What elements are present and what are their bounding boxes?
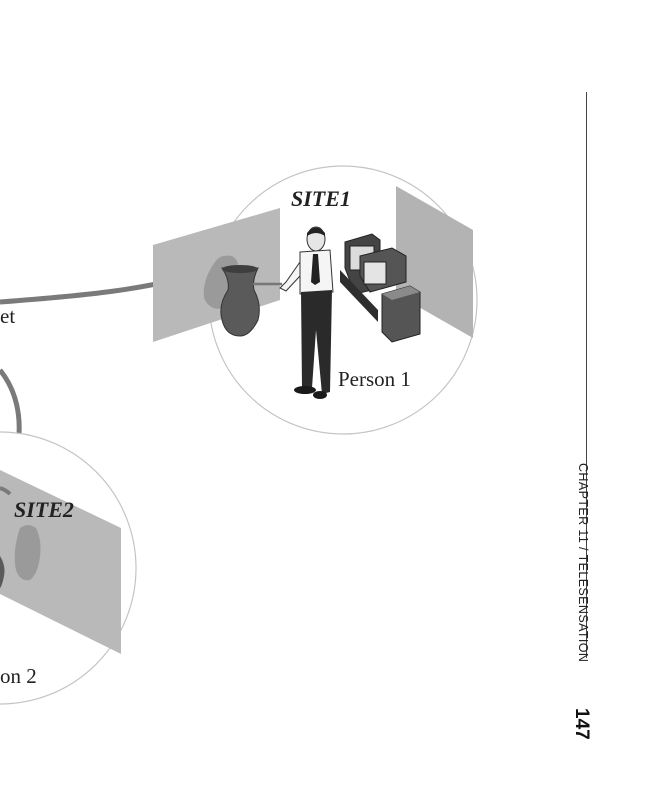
site1-title: SITE1	[291, 186, 351, 211]
site1-vase	[220, 267, 260, 337]
site1-vase-rim	[222, 265, 258, 273]
page-number: 147	[571, 708, 592, 740]
site1-equipment	[340, 233, 421, 343]
person1-label: Person 1	[338, 367, 411, 391]
network-label: et	[0, 304, 15, 328]
site2-vase-shadow	[14, 525, 41, 581]
site2-partial-object	[0, 556, 5, 588]
site2-title: SITE2	[14, 497, 74, 522]
person1-figure	[279, 226, 334, 399]
site2-wall	[0, 470, 121, 654]
person2-label: on 2	[0, 664, 37, 688]
margin-rule	[586, 92, 587, 658]
chapter-header: CHAPTER 11 / TELESENSATION	[576, 463, 590, 663]
site2-link-end	[0, 486, 12, 496]
